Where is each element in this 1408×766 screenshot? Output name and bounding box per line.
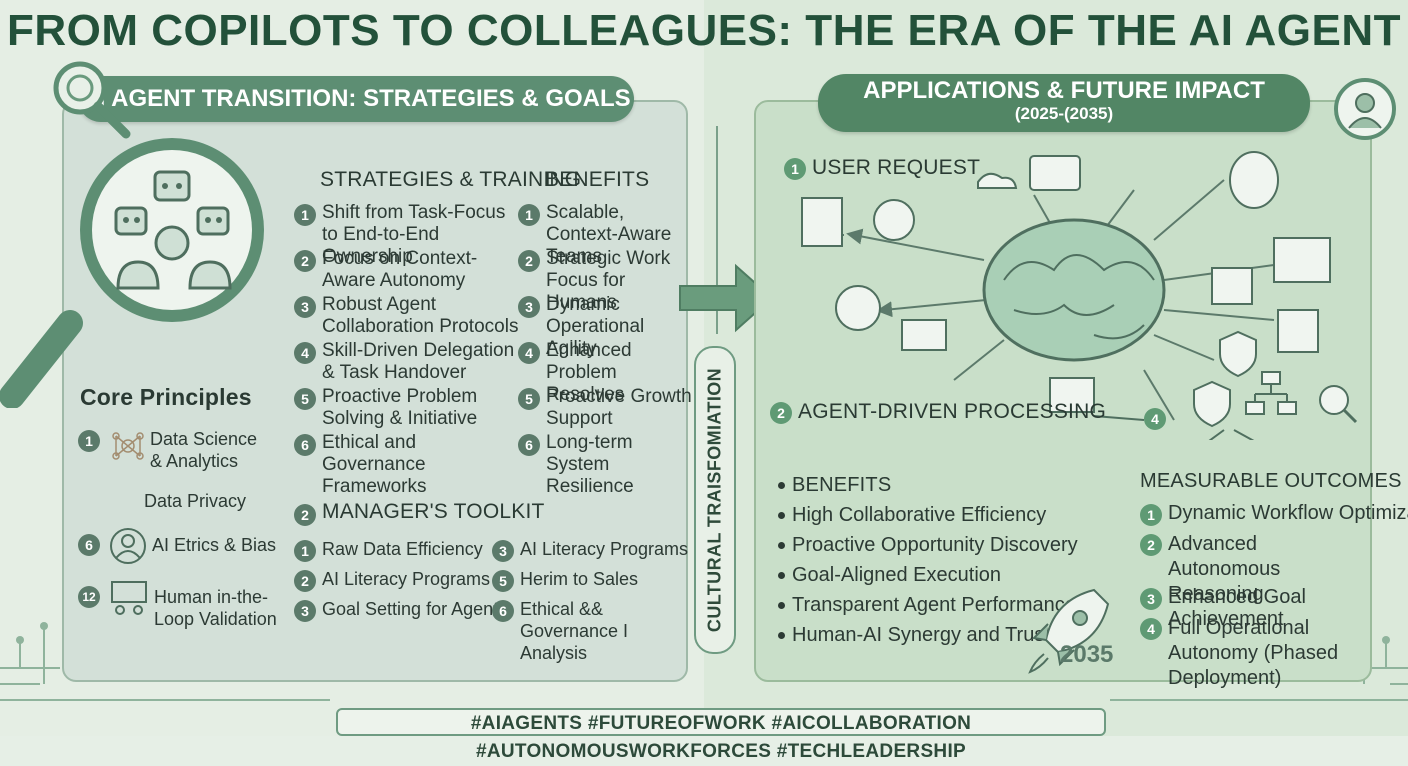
toolkit-number: 2 xyxy=(294,570,316,592)
toolkit-text: Ethical && Governance I Analysis xyxy=(520,599,629,663)
toolkit-number: 2 xyxy=(294,504,316,526)
strategy-text: Skill-Driven Delegation & Task Handover xyxy=(322,340,515,383)
user-request-label: USER REQUEST xyxy=(812,156,981,179)
center-divider xyxy=(716,126,718,334)
strategies-header: STRATEGIES & TRAINING xyxy=(320,168,582,191)
strategy-number: 4 xyxy=(294,342,316,364)
principle-text: AI Etrics & Bias xyxy=(152,535,277,555)
strategy-number: 2 xyxy=(294,250,316,272)
benefit-number: 2 xyxy=(518,250,540,272)
right-benefit-text: Proactive Opportunity Discovery xyxy=(792,534,1078,556)
toolkit-number: 3 xyxy=(492,540,514,562)
vertical-label-text: CULTURAL TRAISFOMIATION xyxy=(704,367,725,633)
toolkit-text: Herim to Sales xyxy=(520,569,639,589)
toolkit-number: 3 xyxy=(294,600,316,622)
strategy-number: 3 xyxy=(294,296,316,318)
outcomes-header: MEASURABLE OUTCOMES xyxy=(1140,470,1402,492)
right-banner-title: APPLICATIONS & FUTURE IMPACT xyxy=(863,77,1265,104)
rocket-icon xyxy=(1028,588,1110,674)
agent-processing-label: AGENT-DRIVEN PROCESSING xyxy=(798,400,1106,423)
right-benefit-text: Transparent Agent Performance xyxy=(792,594,1076,616)
benefit-number: 5 xyxy=(518,388,540,410)
toolkit-header: MANAGER'S TOOLKIT xyxy=(322,500,545,523)
benefit-text: Dynamic Operational Agility xyxy=(546,294,645,359)
right-benefits-header: BENEFITS xyxy=(792,474,892,496)
benefit-text: Long-term System Resilience xyxy=(546,432,634,497)
principle-number: 1 xyxy=(78,430,100,452)
page-title: FROM COPILOTS TO COLLEAGUES: THE ERA OF … xyxy=(6,6,1402,55)
user-request-number: 1 xyxy=(784,158,806,180)
bullet xyxy=(778,512,785,519)
network-icon xyxy=(112,432,144,460)
outcome-text: Advanced Autonomous Reasoning xyxy=(1168,533,1281,605)
hashtags-bar: #AIAGENTS #FUTUREOFWORK #AICOLLABORATION… xyxy=(336,708,1106,762)
principle-text: Human in-the-Loop Validation xyxy=(154,587,277,629)
bullet xyxy=(778,542,785,549)
toolkit-text: AI Literacy Programs xyxy=(322,569,491,589)
user-avatar-icon xyxy=(1334,78,1396,140)
outcome-text: Enhanced Goal Achievement xyxy=(1168,586,1306,630)
strategy-text: Robust Agent Collaboration Protocols xyxy=(322,294,519,337)
bullet xyxy=(778,482,785,489)
strategy-text: Shift from Task-Focus to End-to-End Owne… xyxy=(322,202,506,267)
principle-number: 6 xyxy=(78,534,100,556)
right-banner-subtitle: (2025-(2035) xyxy=(1014,104,1114,123)
benefit-text: Strategic Work Focus for Humans xyxy=(546,248,671,313)
magnifying-glass-robots-illustration xyxy=(0,138,264,408)
strategy-number: 6 xyxy=(294,434,316,456)
toolkit-number: 5 xyxy=(492,570,514,592)
benefit-number: 4 xyxy=(518,342,540,364)
right-panel-banner: APPLICATIONS & FUTURE IMPACT (2025-(2035… xyxy=(818,74,1310,132)
cultural-transformation-label: CULTURAL TRAISFOMIATION xyxy=(694,346,736,654)
benefits-header: BENEFITS xyxy=(545,168,650,191)
step-four-badge: 4 xyxy=(1144,408,1166,430)
left-panel-banner: AI AGENT TRANSITION: STRATEGIES & GOALS xyxy=(78,76,634,122)
principle-text: Data Privacy xyxy=(144,491,247,511)
strategy-text: Ethical and Governance Frameworks xyxy=(322,432,427,497)
toolkit-number: 6 xyxy=(492,600,514,622)
toolkit-text: Raw Data Efficiency xyxy=(322,539,483,559)
principle-number: 12 xyxy=(78,586,100,608)
strategy-text: Proactive Problem Solving & Initiative xyxy=(322,386,478,429)
right-benefit-text: Goal-Aligned Execution xyxy=(792,564,1002,586)
bullet xyxy=(778,632,785,639)
outcome-number: 2 xyxy=(1140,534,1162,556)
person-icon xyxy=(110,528,146,564)
outcome-text: Dynamic Workflow Optimization xyxy=(1168,502,1408,524)
benefit-text: Scalable, Context-Aware Teams xyxy=(546,202,672,267)
benefit-number: 3 xyxy=(518,296,540,318)
bullet xyxy=(778,572,785,579)
agent-processing-number: 2 xyxy=(770,402,792,424)
benefit-text: Enhanced Problem Resolves xyxy=(546,340,632,405)
toolkit-text: Goal Setting for Agents xyxy=(322,599,508,619)
outcome-text: Full Operational Autonomy (Phased Deploy… xyxy=(1168,617,1339,689)
magnifier-badge-icon xyxy=(53,61,131,139)
toolkit-number: 1 xyxy=(294,540,316,562)
benefit-number: 6 xyxy=(518,434,540,456)
presentation-icon xyxy=(111,581,147,615)
strategy-text: Focus on Context-Aware Autonomy xyxy=(322,248,478,291)
outcome-number: 4 xyxy=(1140,618,1162,640)
principle-text: Data Science & Analytics xyxy=(150,429,258,471)
right-benefit-text: High Collaborative Efficiency xyxy=(792,504,1047,526)
outcome-number: 3 xyxy=(1140,588,1162,610)
right-benefit-text: Human-AI Synergy and Trust xyxy=(792,624,1050,646)
benefit-text: Proactive Growth Support xyxy=(546,386,692,429)
bullet xyxy=(778,602,785,609)
outcome-number: 1 xyxy=(1140,504,1162,526)
strategy-number: 1 xyxy=(294,204,316,226)
toolkit-text: AI Literacy Programs xyxy=(520,539,689,559)
rocket-year: 2035 xyxy=(1060,641,1114,668)
strategy-number: 5 xyxy=(294,388,316,410)
benefit-number: 1 xyxy=(518,204,540,226)
core-principles-header: Core Principles xyxy=(80,384,252,410)
brain-network-illustration xyxy=(801,151,1358,440)
